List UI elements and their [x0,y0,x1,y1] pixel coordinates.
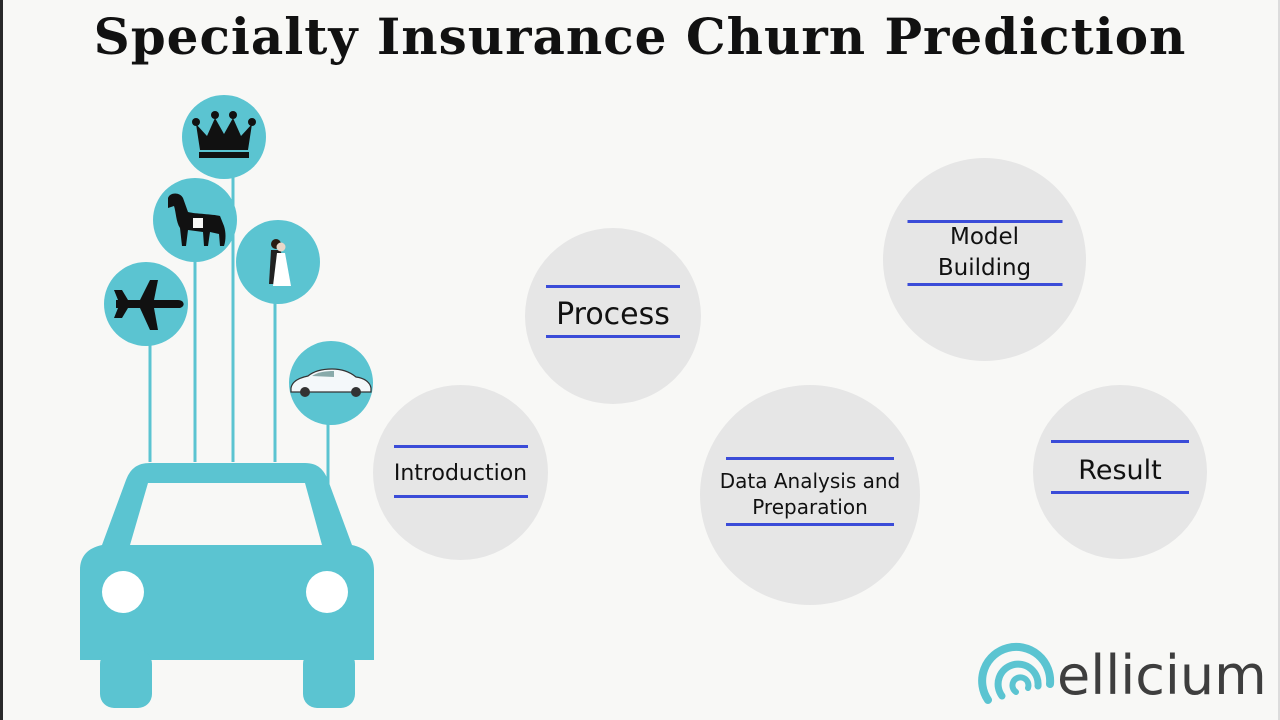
node-label-introduction: Introduction [393,461,528,486]
node-rule-bottom [726,523,894,526]
airplane-balloon [104,262,188,346]
dog-balloon [153,178,237,262]
node-label-model-building-line1: Model [949,224,1020,250]
node-rule-top [546,285,680,288]
node-rule-bottom [907,283,1062,286]
node-data-analysis[interactable]: Data Analysis and Preparation [700,385,920,605]
node-rule-bottom [393,495,528,498]
node-rule-top [907,220,1062,223]
node-rule-top [726,457,894,460]
node-label-model-building-line2: Building [937,255,1032,281]
right-border [1278,0,1280,720]
slide-title: Specialty Insurance Churn Prediction [93,7,1187,66]
node-label-result: Result [1078,455,1162,486]
node-rule-top [1051,440,1189,443]
node-result[interactable]: Result [1033,385,1207,559]
wedding-couple-icon [269,239,291,286]
node-rule-bottom [546,335,680,338]
node-rule-bottom [1051,491,1189,494]
node-rule-top [393,445,528,448]
insurance-illustration [80,95,374,708]
car-balloon [289,341,373,425]
node-introduction[interactable]: Introduction [373,385,548,560]
ellicium-logo-mark [978,642,1055,704]
node-process[interactable]: Process [525,228,701,404]
dog-icon [168,193,226,246]
ellicium-logo-text: ellicium [1057,644,1267,707]
node-label-data-analysis-line1: Data Analysis and [719,469,901,493]
node-model-building[interactable]: Model Building [883,158,1086,361]
logo-arcs-icon [978,642,1055,704]
wedding-balloon [236,220,320,304]
crown-icon [192,111,256,158]
airplane-icon [114,280,184,330]
node-label-data-analysis-line2: Preparation [752,495,868,519]
node-label-process: Process [556,297,670,332]
left-border [0,0,3,720]
car-icon [80,463,374,708]
vehicle-icon [290,368,372,397]
crown-balloon [182,95,266,179]
